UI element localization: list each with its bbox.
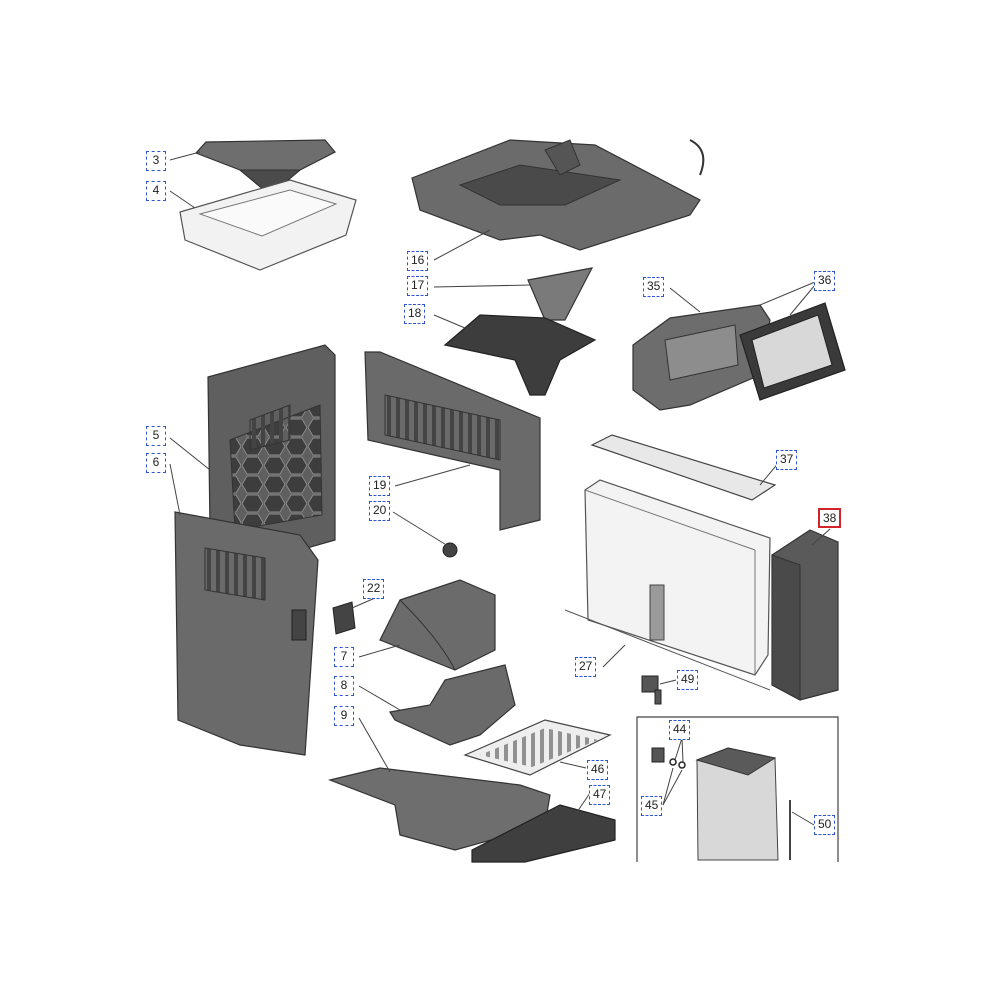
callout-37[interactable]: 37 <box>776 450 798 470</box>
callout-19[interactable]: 19 <box>369 476 391 496</box>
callout-4[interactable]: 4 <box>146 181 166 201</box>
part-6-side-panel <box>174 511 319 756</box>
callout-9[interactable]: 9 <box>334 706 354 726</box>
callout-3[interactable]: 3 <box>146 151 166 171</box>
callout-22[interactable]: 22 <box>363 579 385 599</box>
part-37-tank-lid <box>590 434 777 501</box>
callout-44[interactable]: 44 <box>669 720 691 740</box>
callout-45[interactable]: 45 <box>641 796 663 816</box>
callout-38[interactable]: 38 <box>818 508 842 528</box>
part-8-tray-insert <box>389 664 516 746</box>
part-3-hopper-cover <box>194 139 336 196</box>
callout-36[interactable]: 36 <box>814 271 836 291</box>
part-36-display <box>739 302 846 401</box>
callout-7[interactable]: 7 <box>334 647 354 667</box>
callout-20[interactable]: 20 <box>369 501 391 521</box>
callout-18[interactable]: 18 <box>404 304 426 324</box>
callout-46[interactable]: 46 <box>587 760 609 780</box>
part-17-funnel <box>527 267 594 321</box>
part-5-back-panel <box>207 344 336 551</box>
part-38-side-cover <box>771 529 839 701</box>
part-16-top-frame <box>411 139 705 251</box>
part-7-chute <box>379 579 496 671</box>
callout-35[interactable]: 35 <box>643 277 665 297</box>
part-49-valve <box>641 675 662 705</box>
part-19-rear-cover <box>364 351 541 531</box>
callout-47[interactable]: 47 <box>589 785 611 805</box>
part-4-clear-tray <box>179 179 357 271</box>
callout-49[interactable]: 49 <box>677 670 699 690</box>
part-20-screw <box>442 542 458 558</box>
callout-8[interactable]: 8 <box>334 676 354 696</box>
part-46-grate <box>463 719 612 776</box>
callout-17[interactable]: 17 <box>407 276 429 296</box>
callout-27[interactable]: 27 <box>575 657 597 677</box>
callout-6[interactable]: 6 <box>146 453 166 473</box>
part-18-chute-tray <box>443 314 597 396</box>
inset-box <box>636 716 839 862</box>
part-35-display-frame <box>632 304 771 411</box>
callout-5[interactable]: 5 <box>146 426 166 446</box>
part-47-bottom-tray <box>471 804 616 863</box>
part-27-water-tank <box>564 479 771 691</box>
callout-50[interactable]: 50 <box>814 815 836 835</box>
part-22-clip <box>332 601 356 635</box>
leader-lines <box>169 151 831 826</box>
callout-16[interactable]: 16 <box>407 251 429 271</box>
